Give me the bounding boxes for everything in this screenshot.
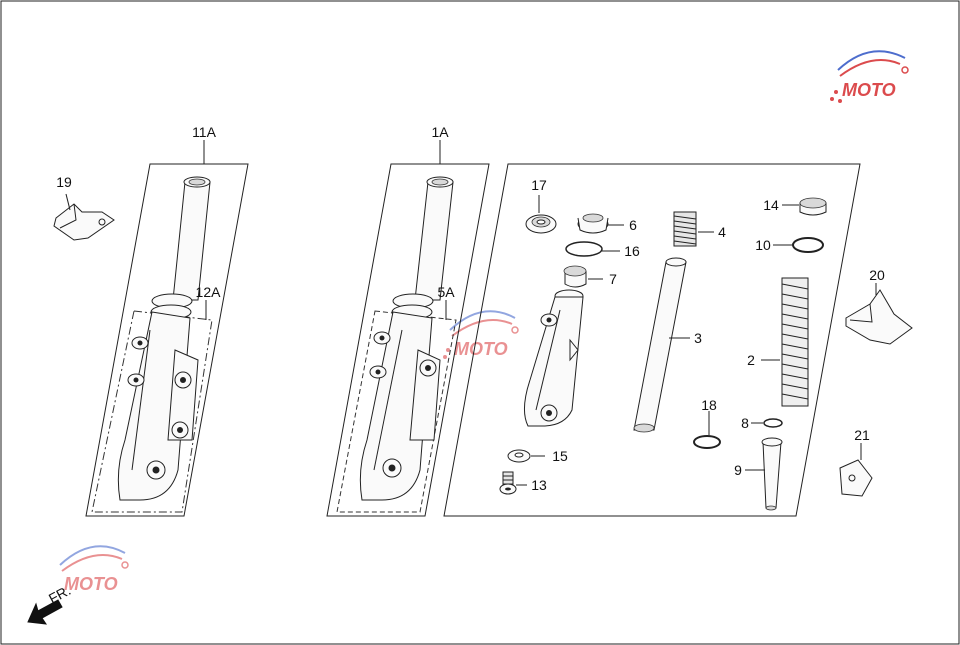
- assembly-1a-frame: [326, 163, 490, 517]
- part-4-short-spring: 4: [673, 211, 726, 247]
- callout-8: 8: [741, 415, 749, 431]
- callout-5a: 5A: [437, 284, 455, 300]
- callout-2: 2: [747, 352, 755, 368]
- part-15-washer: 15: [507, 448, 568, 464]
- part-18-snap-ring: 18: [693, 397, 721, 449]
- fork-outer-leg-11a: [117, 311, 191, 501]
- fork-assembly-11a: 11A 12A: [85, 124, 249, 517]
- callout-4: 4: [718, 224, 726, 240]
- watermark-logo-top-right: MOTO: [830, 50, 909, 103]
- callout-20: 20: [869, 267, 885, 283]
- part-13-bolt: 13: [499, 471, 547, 495]
- part-9-pipe: 9: [734, 437, 783, 511]
- callout-21: 21: [854, 427, 870, 443]
- callout-12a: 12A: [196, 284, 222, 300]
- svg-text:MOTO: MOTO: [842, 80, 896, 100]
- callout-10: 10: [755, 237, 771, 253]
- part-10-o-ring: 10: [755, 237, 824, 253]
- assembly-11a-frame: [85, 163, 249, 517]
- part-21-small-bracket: 21: [839, 427, 873, 497]
- part-14-cap: 14: [763, 197, 827, 216]
- callout-17: 17: [531, 177, 547, 193]
- fork-inner-tube-11a: [172, 181, 211, 301]
- part-16-circlip: 16: [565, 241, 640, 259]
- fork-outer-leg-1a: [359, 311, 433, 501]
- exploded-fork-outer-leg: [524, 289, 584, 427]
- part-17-oil-seal: 17: [525, 177, 557, 234]
- callout-18: 18: [701, 397, 717, 413]
- callout-6: 6: [629, 217, 637, 233]
- watermark-logo-center: MOTO: [443, 310, 519, 359]
- part-2-long-spring: 2: [747, 277, 809, 407]
- front-direction-arrow: FR.: [27, 582, 73, 625]
- callout-3: 3: [694, 330, 702, 346]
- subassembly-5a-frame: [336, 310, 457, 513]
- callout-14: 14: [763, 197, 779, 213]
- watermark-logo-bottom-left: MOTO: [59, 545, 129, 594]
- part-7-collar: 7: [563, 265, 617, 288]
- part-20-bracket: 20: [845, 267, 913, 345]
- part-3-inner-tube: 3: [633, 257, 702, 433]
- svg-text:MOTO: MOTO: [454, 339, 508, 359]
- exploded-parts-frame: [443, 163, 861, 517]
- callout-13: 13: [531, 477, 547, 493]
- callout-9: 9: [734, 462, 742, 478]
- callout-1a: 1A: [431, 124, 449, 140]
- callout-16: 16: [624, 243, 640, 259]
- part-8-small-o-ring: 8: [741, 415, 783, 431]
- fork-inner-tube-1a: [414, 181, 454, 301]
- part-6-bushing: 6: [577, 213, 637, 234]
- callout-19: 19: [56, 174, 72, 190]
- callout-11a: 11A: [192, 124, 217, 140]
- fork-assembly-1a: 1A 5A: [326, 124, 490, 517]
- callout-15: 15: [552, 448, 568, 464]
- part-19-bracket: 19: [53, 174, 115, 241]
- svg-text:MOTO: MOTO: [64, 574, 118, 594]
- callout-7: 7: [609, 271, 617, 287]
